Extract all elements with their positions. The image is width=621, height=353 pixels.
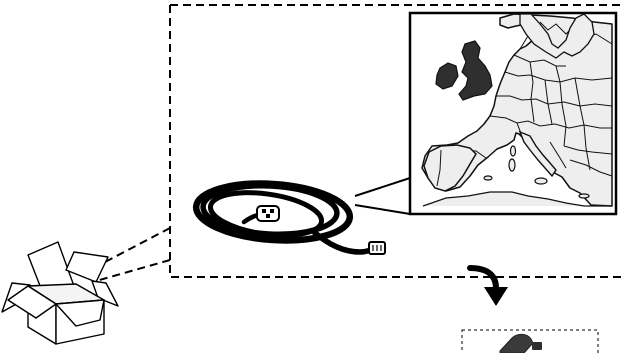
north-africa-region [422,191,612,207]
adapter-plug-icon [499,333,542,353]
cardboard-box-icon [1,241,119,345]
cord-connector-icon [368,241,386,255]
country-borders [446,21,613,177]
adapter-preview-frame [461,329,599,353]
ireland-region [435,62,459,90]
map-callout-line-lower [354,204,411,215]
plug-head-icon [256,205,280,222]
map-callout-line-upper [354,177,411,197]
dashed-callout-frame [169,4,621,278]
europe-map-inset [408,11,618,216]
italy-region [518,130,557,178]
iberia-region [423,144,477,192]
united-kingdom-region [458,40,493,101]
down-arrow-icon [467,265,508,306]
callout-leader-lower [95,259,171,282]
mediterranean-islands [483,145,590,199]
scandinavia-region [519,13,595,59]
power-cord-icon [192,180,379,255]
